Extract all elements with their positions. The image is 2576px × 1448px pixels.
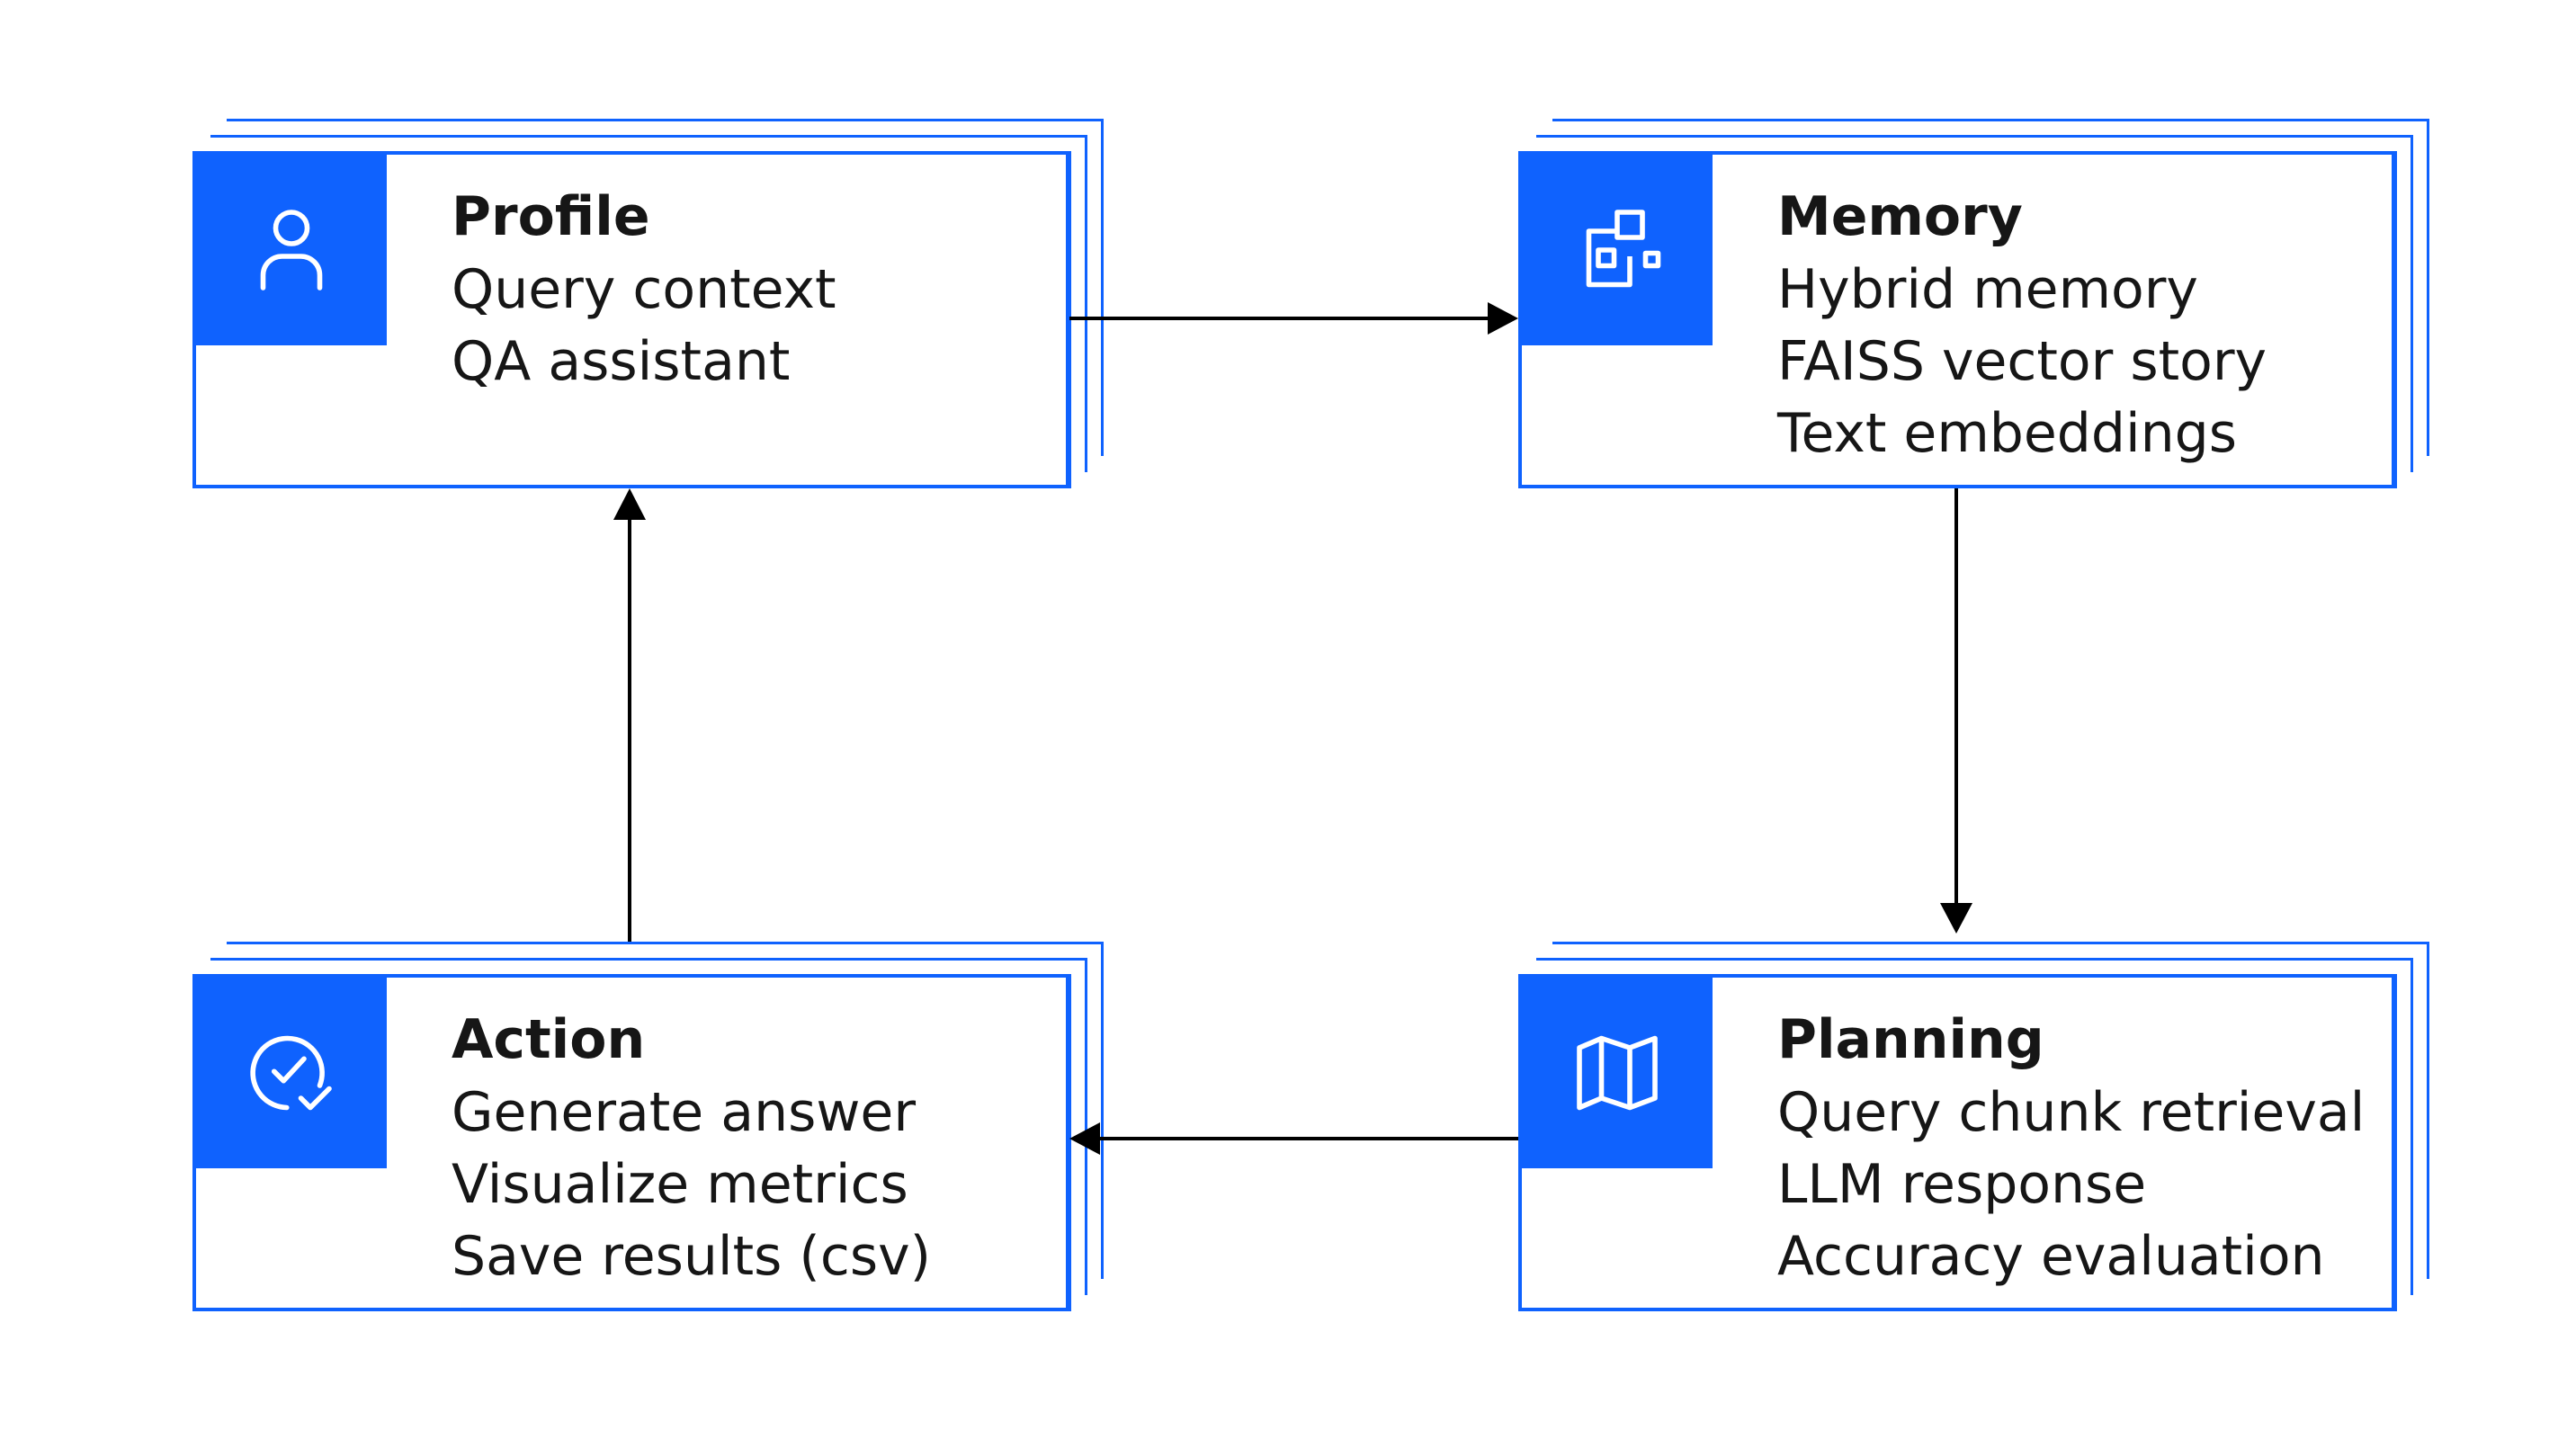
arrowhead-profile-to-memory <box>1488 302 1518 335</box>
action-line: Generate answer <box>452 1081 917 1144</box>
memory-icon-tile <box>1522 155 1713 345</box>
profile-line: QA assistant <box>452 330 791 393</box>
action-stack-outline-back <box>227 942 1104 1279</box>
memory-card: Memory Hybrid memory FAISS vector story … <box>1518 151 2395 488</box>
profile-stack-outline-mid <box>210 135 1087 472</box>
arrowhead-memory-to-planning <box>1940 903 1972 934</box>
action-line: Save results (csv) <box>452 1225 931 1288</box>
memory-stack-outline-back <box>1552 119 2429 456</box>
planning-icon-tile <box>1522 978 1713 1168</box>
planning-line: LLM response <box>1777 1153 2147 1216</box>
memory-line: Text embeddings <box>1777 402 2237 465</box>
profile-card: Profile Query context QA assistant <box>192 151 1069 488</box>
planning-line: Accuracy evaluation <box>1777 1225 2325 1288</box>
memory-stack-outline-mid <box>1536 135 2413 472</box>
planning-title: Planning <box>1777 1008 2044 1071</box>
profile-icon-tile <box>196 155 387 345</box>
arrowhead-action-to-profile <box>613 488 646 520</box>
action-icon-tile <box>196 978 387 1168</box>
action-stack-outline-mid <box>210 958 1087 1295</box>
profile-stack-outline-back <box>227 119 1104 456</box>
memory-blocks-icon <box>1586 210 1661 288</box>
profile-line: Query context <box>452 258 836 321</box>
user-icon <box>260 210 323 290</box>
planning-card: Planning Query chunk retrieval LLM respo… <box>1518 974 2395 1311</box>
arrowhead-planning-to-action <box>1069 1122 1100 1155</box>
planning-stack-outline-mid <box>1536 958 2413 1295</box>
profile-title: Profile <box>452 185 650 248</box>
action-line: Visualize metrics <box>452 1153 908 1216</box>
checkmark-circle-icon <box>250 1035 332 1111</box>
action-card: Action Generate answer Visualize metrics… <box>192 974 1069 1311</box>
memory-line: Hybrid memory <box>1777 258 2198 321</box>
planning-line: Query chunk retrieval <box>1777 1081 2366 1144</box>
memory-line: FAISS vector story <box>1777 330 2267 393</box>
action-title: Action <box>452 1008 646 1071</box>
memory-title: Memory <box>1777 185 2023 248</box>
planning-stack-outline-back <box>1552 942 2429 1279</box>
map-icon <box>1577 1035 1658 1111</box>
